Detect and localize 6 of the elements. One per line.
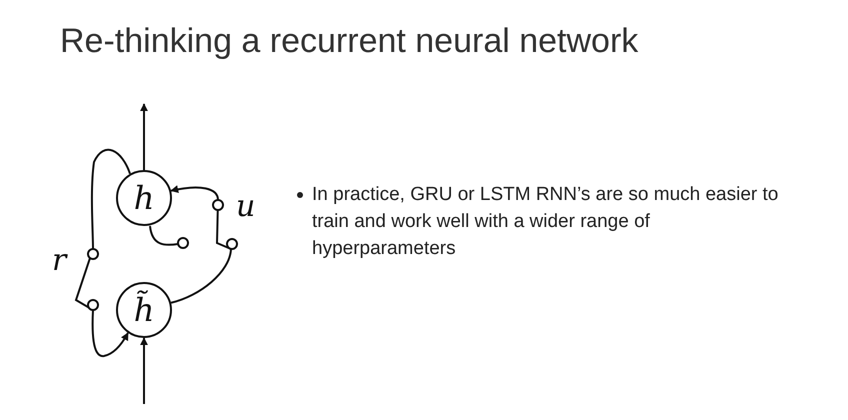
slide-title: Re-thinking a recurrent neural network [60,22,638,61]
state-symbol: h̃ [134,291,154,329]
gate-label: u [236,192,256,222]
gate-label: r [52,246,66,276]
bullet-text: In practice, GRU or LSTM RNN’s are so much easier to train and work well with a wider range of hyperparameters [312,184,778,259]
state-symbol: h [134,179,154,217]
